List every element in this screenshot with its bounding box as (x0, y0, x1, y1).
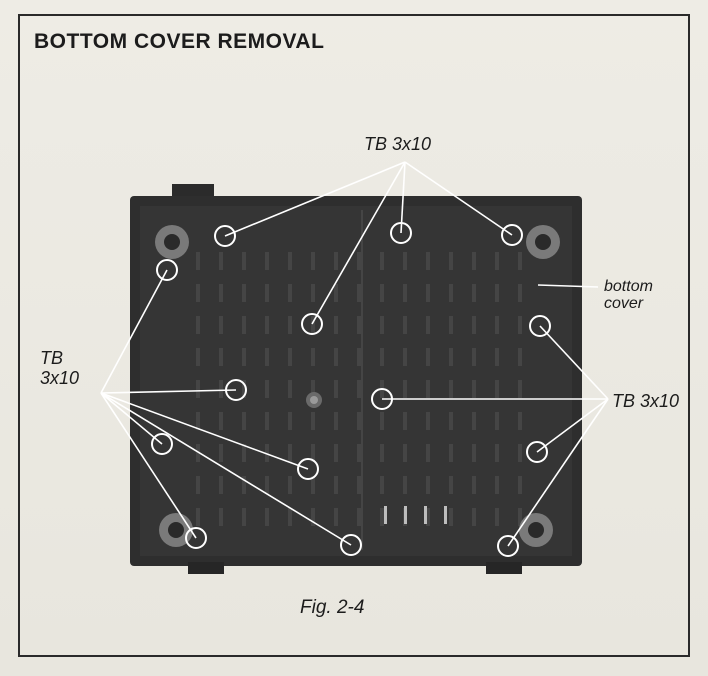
bottom-cover-label-line1: bottom (604, 278, 653, 295)
leader-lines (100, 161, 609, 547)
figure-frame (18, 14, 690, 657)
top-screws-label: TB 3x10 (364, 134, 432, 154)
screw-circle (501, 224, 523, 246)
screw-circle (497, 535, 519, 557)
bottom-cover-label: bottom cover (604, 278, 653, 312)
left-screws-label-line1: TB (40, 348, 64, 368)
screw-circle (214, 225, 236, 247)
left-screws-label: TB 3x10 (40, 348, 79, 388)
screw-circle (225, 379, 247, 401)
right-screws-label: TB 3x10 (612, 391, 680, 411)
screw-circle (301, 313, 323, 335)
screw-circle (371, 388, 393, 410)
screw-circle (390, 222, 412, 244)
screw-circle (185, 527, 207, 549)
figure-caption: Fig. 2-4 (300, 597, 365, 618)
screw-circle (156, 259, 178, 281)
figure-title: BOTTOM COVER REMOVAL (34, 30, 325, 53)
vent-grid (196, 252, 522, 526)
bottom-cover-label-line2: cover (604, 295, 644, 312)
left-screws-label-line2: 3x10 (40, 368, 80, 388)
screw-markers (151, 222, 551, 557)
screw-circle (340, 534, 362, 556)
screw-circle (529, 315, 551, 337)
screw-circle (297, 458, 319, 480)
chassis-photo (130, 184, 582, 574)
screw-circle (526, 441, 548, 463)
screw-circle (151, 433, 173, 455)
